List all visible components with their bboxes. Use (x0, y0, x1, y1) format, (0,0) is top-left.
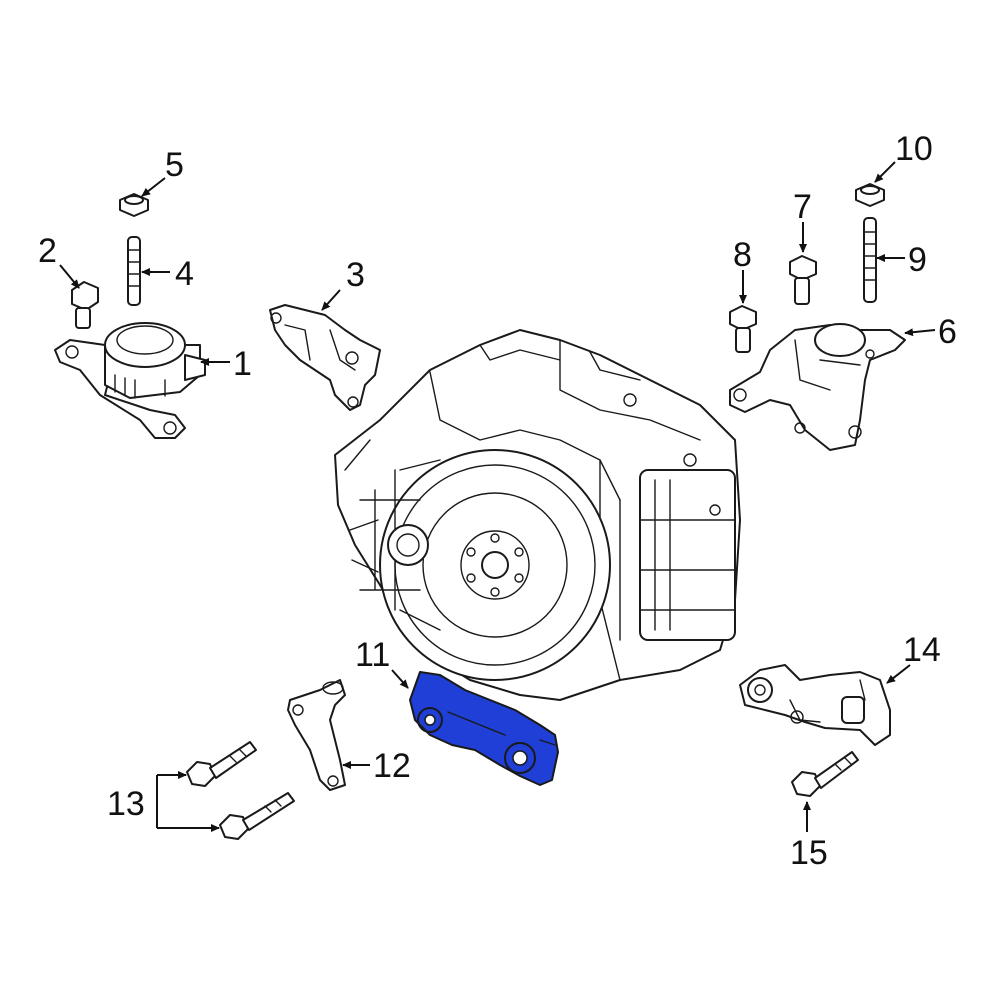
callout-9: 9 (908, 241, 927, 279)
leader-11 (391, 669, 409, 689)
part-6-mount (729, 323, 906, 451)
leader-5 (141, 177, 166, 197)
callout-14: 14 (903, 631, 941, 669)
part-4-stud (127, 236, 141, 306)
part-13-bolts (186, 741, 295, 840)
callout-4: 4 (175, 255, 194, 293)
leader-10 (874, 161, 896, 183)
part-15-bolt (791, 751, 859, 797)
part-9-stud (863, 217, 877, 303)
callout-6: 6 (938, 313, 957, 351)
part-10-nut (855, 183, 885, 207)
callout-7: 7 (793, 188, 812, 226)
part-12-bracket (287, 679, 346, 791)
part-14-mount (739, 664, 891, 746)
part-7-bolt (789, 255, 817, 305)
callout-1: 1 (233, 345, 252, 383)
part-11-torque-rod[interactable] (409, 671, 559, 786)
callout-8: 8 (733, 236, 752, 274)
callout-11: 11 (355, 636, 390, 674)
callout-12: 12 (373, 747, 411, 785)
part-2-bolt (71, 281, 99, 329)
callout-3: 3 (346, 256, 365, 294)
callout-labels: 1 2 3 4 5 6 7 8 9 10 11 12 13 14 15 (38, 130, 957, 872)
callout-15: 15 (790, 834, 828, 872)
callout-5: 5 (165, 146, 184, 184)
part-1-engine-mount (54, 322, 206, 439)
leader-14 (886, 664, 911, 684)
part-8-bolt (729, 305, 757, 353)
transmission-assembly (334, 329, 741, 701)
leader-lines (59, 161, 936, 832)
leader-6 (904, 328, 936, 337)
part-5-nut (119, 193, 149, 217)
callout-2: 2 (38, 232, 57, 270)
callout-10: 10 (895, 130, 933, 168)
leader-2 (59, 264, 80, 289)
part-3-bracket (269, 304, 381, 411)
leader-3 (321, 289, 341, 311)
callout-13: 13 (107, 785, 145, 823)
